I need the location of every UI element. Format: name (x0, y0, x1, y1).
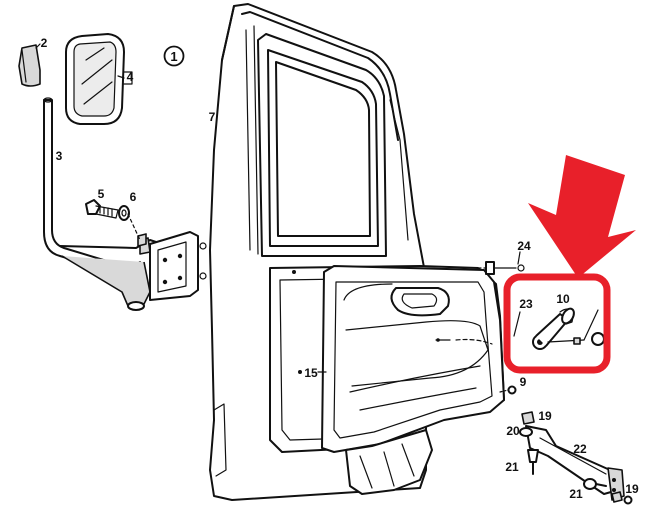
nut-part-19-lower (611, 491, 633, 505)
callout-24: 24 (517, 239, 531, 253)
mirror-arm-part-3 (43, 97, 169, 311)
callout-15: 15 (304, 366, 318, 380)
washer-part-6 (118, 205, 141, 241)
nut-part-19-upper (521, 411, 535, 425)
figure-number: 1 (170, 49, 177, 64)
bolt-part-21-left (527, 449, 539, 475)
mirror-cap-part-2 (18, 44, 41, 87)
callout-4: 4 (127, 70, 134, 84)
bolt-part-5 (85, 199, 119, 219)
highlight-box (503, 273, 611, 374)
callout-5: 5 (98, 187, 105, 201)
figure-number-badge: 1 (163, 45, 185, 67)
callout-21-left: 21 (505, 460, 519, 474)
callout-3: 3 (56, 149, 63, 163)
callout-9: 9 (520, 375, 527, 389)
callout-19-lower: 19 (625, 482, 639, 496)
leader-lines (35, 43, 521, 373)
callout-labels: 2 4 3 7 5 6 24 23 10 15 9 19 20 22 21 21… (41, 36, 639, 501)
callout-10: 10 (556, 292, 570, 306)
screw-part-24 (477, 261, 525, 275)
callout-22: 22 (573, 442, 587, 456)
washer-part-20 (519, 427, 533, 437)
red-pointer-arrow (528, 155, 636, 278)
callout-6: 6 (130, 190, 137, 204)
callout-7: 7 (209, 110, 216, 124)
callout-20: 20 (506, 424, 520, 438)
hinge-plate (137, 231, 207, 301)
callout-19-upper: 19 (538, 409, 552, 423)
door-lower-skirt (345, 429, 433, 495)
callout-2: 2 (41, 36, 48, 50)
screw-part-9 (499, 385, 517, 395)
mirror-head-part-4 (65, 33, 133, 125)
trim-panel-part-15 (321, 265, 505, 453)
callout-23: 23 (519, 297, 533, 311)
callout-21-right: 21 (569, 487, 583, 501)
winder-handle-part-10 (532, 307, 605, 350)
bolt-part-21-right (583, 478, 607, 490)
